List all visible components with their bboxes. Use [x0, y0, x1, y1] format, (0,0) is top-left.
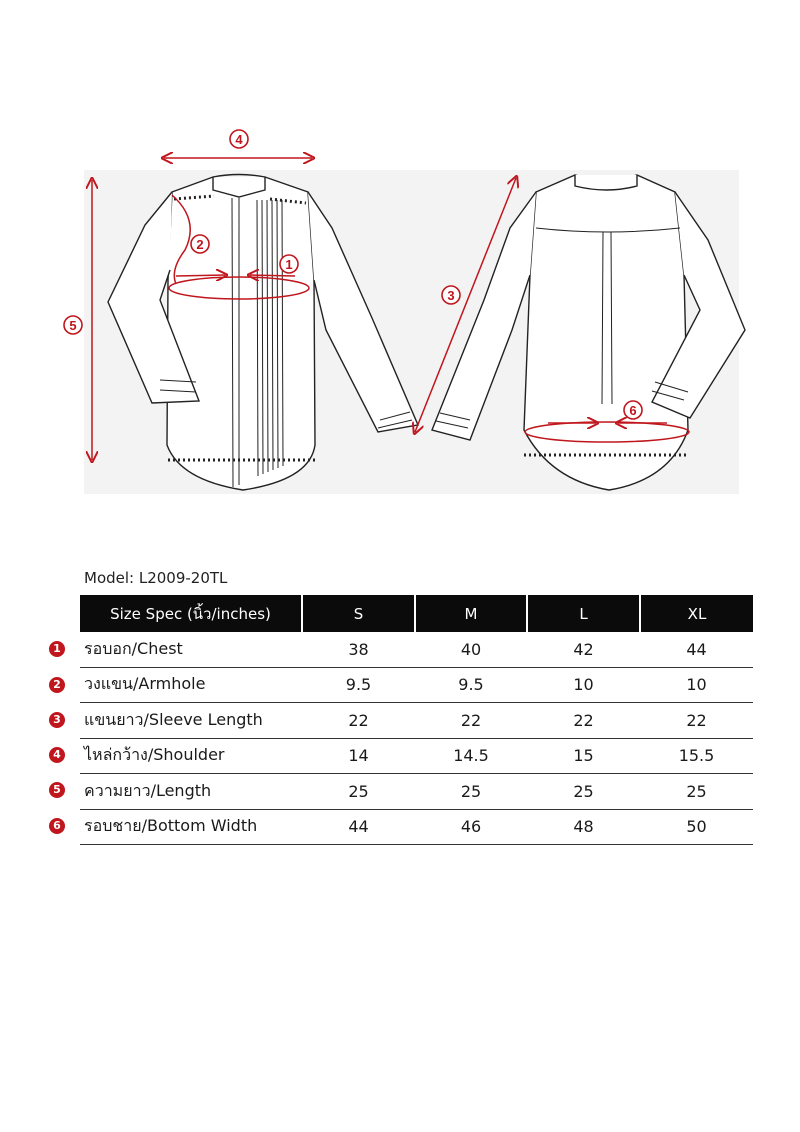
cell-m: 9.5	[415, 667, 527, 703]
cell-s: 25	[302, 773, 415, 810]
cell-xl: 10	[640, 667, 753, 703]
column-header-size-spec: Size Spec (นิ้ว/inches)	[80, 595, 302, 632]
table-row-sleeve-length: แขนยาว/Sleeve Length 22 22 22 22	[80, 702, 753, 739]
column-header-xl: XL	[639, 595, 753, 632]
svg-text:1: 1	[285, 257, 292, 272]
cell-m: 25	[415, 773, 527, 810]
cell-s: 14	[302, 738, 415, 774]
cell-l: 25	[527, 773, 640, 810]
row-number-badge: 2	[49, 677, 65, 693]
row-label: ไหล่กว้าง/Shoulder	[80, 738, 302, 774]
cell-s: 22	[302, 702, 415, 739]
svg-text:3: 3	[447, 288, 454, 303]
table-row-shoulder: ไหล่กว้าง/Shoulder 14 14.5 15 15.5	[80, 738, 753, 774]
cell-m: 22	[415, 702, 527, 739]
row-number-badge: 1	[49, 641, 65, 657]
row-label: รอบชาย/Bottom Width	[80, 809, 302, 845]
svg-text:4: 4	[235, 132, 243, 147]
marker-5: 5	[63, 315, 83, 335]
cell-m: 46	[415, 809, 527, 845]
cell-xl: 44	[640, 632, 753, 668]
svg-text:5: 5	[69, 318, 76, 333]
cell-m: 40	[415, 632, 527, 668]
cell-xl: 15.5	[640, 738, 753, 774]
model-label: Model: L2009-20TL	[84, 569, 228, 587]
cell-l: 48	[527, 809, 640, 845]
row-label: ความยาว/Length	[80, 773, 302, 810]
row-number-badge: 6	[49, 818, 65, 834]
svg-text:6: 6	[629, 403, 636, 418]
cell-s: 38	[302, 632, 415, 668]
row-label: แขนยาว/Sleeve Length	[80, 702, 302, 739]
cell-m: 14.5	[415, 738, 527, 774]
svg-text:2: 2	[196, 237, 203, 252]
shirt-measurement-diagram: 4 2 1 5 3 6	[63, 129, 746, 494]
row-label: วงแขน/Armhole	[80, 667, 302, 703]
cell-l: 15	[527, 738, 640, 774]
marker-6: 6	[623, 400, 643, 420]
cell-s: 9.5	[302, 667, 415, 703]
marker-2: 2	[190, 234, 210, 254]
cell-xl: 50	[640, 809, 753, 845]
table-row-bottom-width: รอบชาย/Bottom Width 44 46 48 50	[80, 809, 753, 845]
marker-4: 4	[229, 129, 249, 149]
row-number-badge: 3	[49, 712, 65, 728]
cell-l: 42	[527, 632, 640, 668]
cell-l: 10	[527, 667, 640, 703]
size-spec-table: Size Spec (นิ้ว/inches) S M L XL รอบอก/C…	[80, 595, 753, 845]
row-number-badge: 5	[49, 782, 65, 798]
column-header-l: L	[526, 595, 640, 632]
marker-1: 1	[279, 254, 299, 274]
cell-xl: 25	[640, 773, 753, 810]
table-row-chest: รอบอก/Chest 38 40 42 44	[80, 632, 753, 668]
table-row-length: ความยาว/Length 25 25 25 25	[80, 773, 753, 810]
cell-s: 44	[302, 809, 415, 845]
back-shirt-icon	[431, 174, 746, 491]
column-header-m: M	[414, 595, 527, 632]
row-label: รอบอก/Chest	[80, 632, 302, 668]
cell-xl: 22	[640, 702, 753, 739]
table-header-row: Size Spec (นิ้ว/inches) S M L XL	[80, 595, 753, 632]
marker-3: 3	[441, 285, 461, 305]
row-number-badge: 4	[49, 747, 65, 763]
cell-l: 22	[527, 702, 640, 739]
table-row-armhole: วงแขน/Armhole 9.5 9.5 10 10	[80, 667, 753, 703]
column-header-s: S	[301, 595, 415, 632]
